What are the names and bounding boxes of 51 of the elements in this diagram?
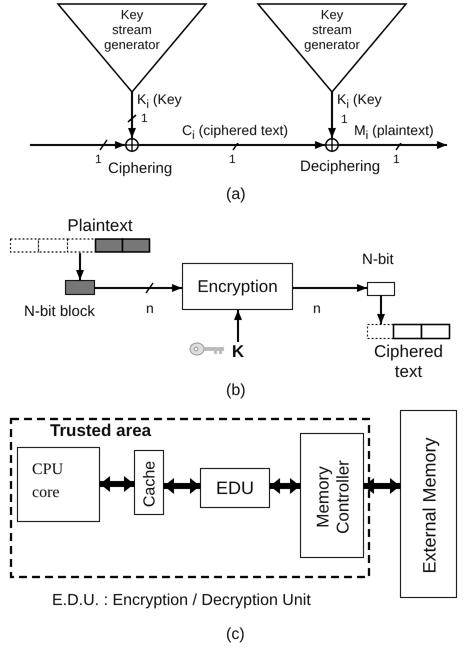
node-caption: Ciphering <box>108 160 172 177</box>
node-label: Memory Controller <box>312 458 353 536</box>
xor-symbol <box>325 138 339 152</box>
node-label: Cache <box>140 459 159 509</box>
node-caption: Deciphering <box>300 158 380 175</box>
figure-label: (b) <box>226 382 246 400</box>
figure-label: (c) <box>226 626 245 644</box>
arrow <box>95 284 182 292</box>
data-block <box>65 280 95 295</box>
figure-label: (a) <box>226 186 246 204</box>
key-label: K <box>230 342 246 364</box>
node-caption: N-bit block <box>24 303 95 320</box>
node-label: Ciphered text <box>373 342 444 382</box>
process-box: Encryption <box>182 263 293 310</box>
node-label: Key stream generator <box>103 8 161 53</box>
footnote: E.D.U. : Encryption / Decryption Unit <box>52 592 311 610</box>
arrow <box>139 141 325 149</box>
node-label: External Memory <box>418 436 440 576</box>
edge-label: M$_{i}$ (plaintext) <box>354 123 434 143</box>
node-label: Plaintext <box>66 216 134 236</box>
process-box <box>134 450 164 515</box>
arrow <box>377 296 385 324</box>
node-label: Key stream generator <box>303 8 361 53</box>
bus-width-label: 1 <box>341 112 348 126</box>
arrow <box>328 92 336 138</box>
process-box: EDU <box>200 468 270 508</box>
bidirectional-arrow <box>270 478 300 494</box>
bidirectional-arrow <box>100 476 134 492</box>
node-label: Trusted area <box>50 421 152 441</box>
arrow <box>128 92 136 138</box>
bidirectional-arrow <box>164 478 200 494</box>
arrow <box>76 253 84 280</box>
trusted-area-boundary <box>10 418 370 578</box>
arrow <box>339 141 447 149</box>
process-box <box>300 433 364 558</box>
generator-triangle <box>257 3 407 92</box>
bus-width-label: 1 <box>95 152 102 166</box>
node-caption: N-bit <box>362 251 394 268</box>
bidirectional-arrow <box>364 478 400 494</box>
arrow <box>293 284 367 292</box>
process-box <box>400 410 457 598</box>
edge-label: C$_{i}$ (ciphered text) <box>182 123 288 143</box>
bus-width-label: 1 <box>229 152 236 166</box>
bus-width-label: 1 <box>141 111 148 125</box>
xor-symbol <box>125 138 139 152</box>
process-box: CPU core <box>17 447 100 522</box>
generator-triangle <box>57 3 207 92</box>
output-block <box>367 282 395 296</box>
arrow <box>30 141 125 149</box>
bus-width-label: 1 <box>393 152 400 166</box>
arrow <box>234 310 242 342</box>
